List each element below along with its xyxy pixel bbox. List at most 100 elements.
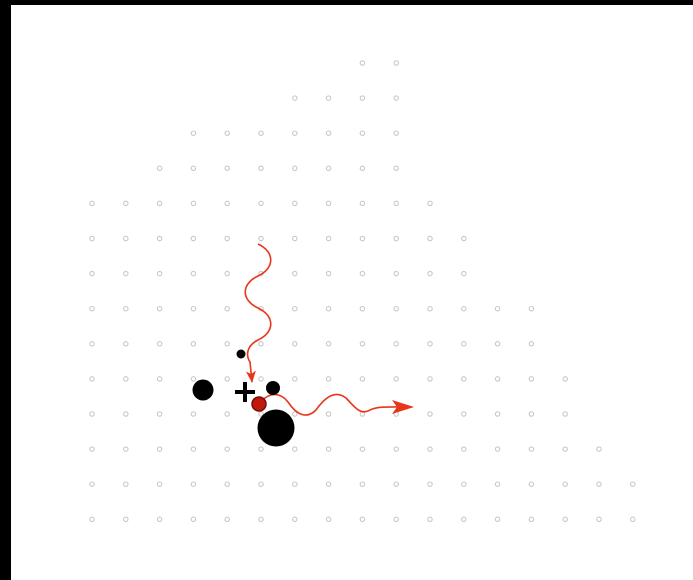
lattice-dot xyxy=(124,201,128,205)
lattice-dot xyxy=(597,447,601,451)
lattice-dot xyxy=(259,236,263,240)
lattice-diagram xyxy=(11,5,693,580)
lattice-dot xyxy=(563,377,567,381)
lattice-dot xyxy=(326,447,330,451)
lattice-dot xyxy=(225,377,229,381)
lattice-dot xyxy=(360,271,364,275)
lattice-dot xyxy=(394,236,398,240)
lattice-dot xyxy=(462,412,466,416)
lattice-dot xyxy=(394,377,398,381)
lattice-dot xyxy=(495,307,499,311)
lattice-dot xyxy=(90,482,94,486)
lattice-dot xyxy=(563,517,567,521)
lattice-dot xyxy=(360,131,364,135)
lattice-dot xyxy=(597,517,601,521)
lattice-dot xyxy=(259,201,263,205)
lattice-dot xyxy=(157,166,161,170)
lattice-dot xyxy=(360,236,364,240)
lattice-dot xyxy=(225,307,229,311)
lattice-dot xyxy=(462,482,466,486)
lattice-dot xyxy=(124,517,128,521)
lattice-dot xyxy=(428,377,432,381)
lattice-dot xyxy=(428,412,432,416)
lattice-dot xyxy=(495,447,499,451)
lattice-dot xyxy=(394,342,398,346)
lattice-dot xyxy=(495,342,499,346)
lattice-dot xyxy=(293,307,297,311)
lattice-dot xyxy=(360,482,364,486)
lattice-dot xyxy=(90,377,94,381)
lattice-dot xyxy=(293,96,297,100)
lattice-dot xyxy=(495,377,499,381)
lattice-dot xyxy=(259,517,263,521)
lattice-dot xyxy=(394,482,398,486)
lattice-dot xyxy=(90,201,94,205)
lattice-dot xyxy=(293,271,297,275)
lattice-dot xyxy=(529,447,533,451)
lattice-dot xyxy=(191,236,195,240)
lattice-dot xyxy=(462,236,466,240)
lattice-dot xyxy=(428,517,432,521)
lattice-dot xyxy=(157,342,161,346)
lattice-dot xyxy=(90,271,94,275)
lattice-dot xyxy=(293,517,297,521)
incoming-photon-wave xyxy=(245,244,271,382)
lattice-dot xyxy=(394,412,398,416)
lattice-dot xyxy=(225,482,229,486)
lattice-dot xyxy=(124,377,128,381)
lattice-dot xyxy=(293,447,297,451)
lattice-dot xyxy=(225,166,229,170)
lattice-dot xyxy=(462,377,466,381)
lattice-dot xyxy=(124,271,128,275)
lattice-dot xyxy=(225,271,229,275)
lattice-dot xyxy=(360,96,364,100)
lattice-dot xyxy=(529,412,533,416)
lattice-dot xyxy=(360,342,364,346)
lattice-dot xyxy=(326,377,330,381)
lattice-dot xyxy=(529,307,533,311)
lattice-dot xyxy=(157,201,161,205)
lattice-dot xyxy=(326,412,330,416)
lattice-dot xyxy=(495,412,499,416)
lattice-dot xyxy=(124,342,128,346)
lattice-dot xyxy=(529,517,533,521)
lattice-dot xyxy=(360,447,364,451)
lattice-dot-grid xyxy=(90,61,635,522)
lattice-dot xyxy=(326,166,330,170)
lattice-dot xyxy=(191,342,195,346)
lattice-dot xyxy=(428,236,432,240)
lattice-dot xyxy=(428,201,432,205)
lattice-dot xyxy=(326,236,330,240)
lattice-dot xyxy=(462,271,466,275)
lattice-dot xyxy=(157,412,161,416)
lattice-dot xyxy=(428,447,432,451)
lattice-dot xyxy=(259,131,263,135)
absorbing-atom xyxy=(252,397,266,411)
lattice-dot xyxy=(124,412,128,416)
lattice-dot xyxy=(360,166,364,170)
lattice-dot xyxy=(529,377,533,381)
lattice-dot xyxy=(124,482,128,486)
lattice-dot xyxy=(428,342,432,346)
lattice-dot xyxy=(293,236,297,240)
lattice-dot xyxy=(394,517,398,521)
lattice-dot xyxy=(326,201,330,205)
lattice-dot xyxy=(191,307,195,311)
lattice-dot xyxy=(191,271,195,275)
lattice-dot xyxy=(191,412,195,416)
lattice-dot xyxy=(225,517,229,521)
lattice-dot xyxy=(90,236,94,240)
lattice-dot xyxy=(428,482,432,486)
lattice-dot xyxy=(631,482,635,486)
lattice-dot xyxy=(191,482,195,486)
lattice-dot xyxy=(495,482,499,486)
lattice-dot xyxy=(124,236,128,240)
lattice-dot xyxy=(529,342,533,346)
lattice-dot xyxy=(124,307,128,311)
lattice-dot xyxy=(90,412,94,416)
lattice-dot xyxy=(360,201,364,205)
lattice-dot xyxy=(90,307,94,311)
lattice-dot xyxy=(225,447,229,451)
lattice-dot xyxy=(326,342,330,346)
lattice-dot xyxy=(326,307,330,311)
